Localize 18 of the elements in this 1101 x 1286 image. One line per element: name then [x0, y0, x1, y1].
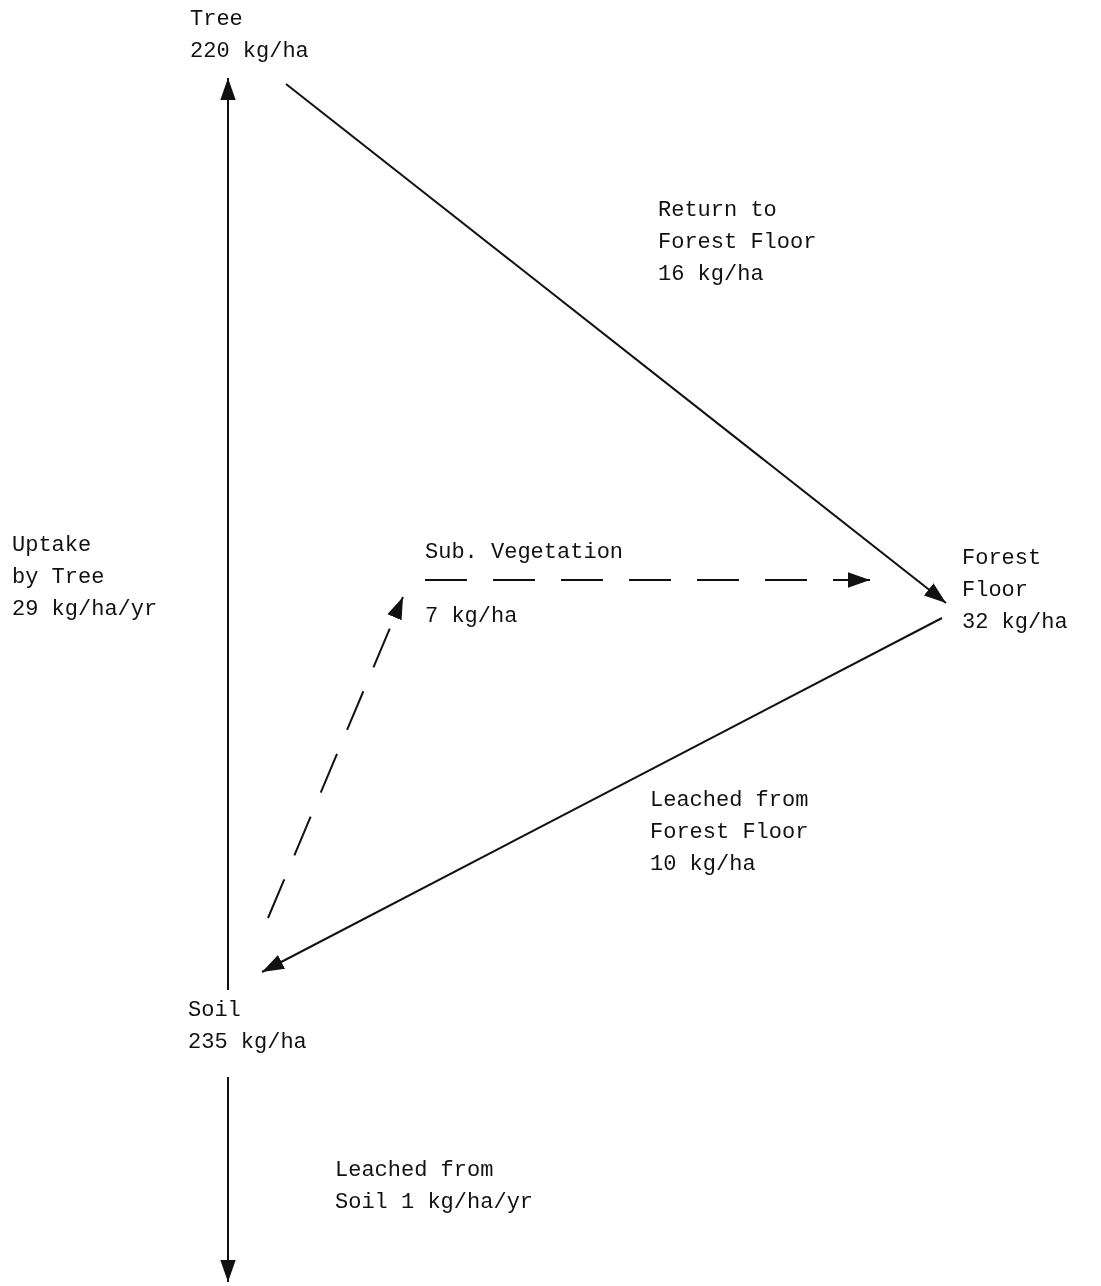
- amount-label: 32 kg/ha: [962, 609, 1068, 637]
- amount-label: 220 kg/ha: [190, 38, 309, 66]
- compartment-name: Soil: [188, 997, 241, 1025]
- arrow: [220, 1076, 236, 1283]
- amount-label: 235 kg/ha: [188, 1029, 307, 1057]
- dashed-arrow: [424, 572, 871, 588]
- edge-label: Leached from Forest Floor 10 kg/ha: [650, 787, 809, 879]
- edge-label: Uptake by Tree 29 kg/ha/yr: [12, 532, 158, 624]
- edge-label: Return to Forest Floor 16 kg/ha: [658, 197, 817, 289]
- arrow: [261, 617, 943, 973]
- compartment-name: Tree: [190, 6, 243, 34]
- edge-label: Leached from Soil 1 kg/ha/yr: [335, 1157, 534, 1217]
- arrow: [285, 83, 947, 604]
- arrow: [220, 77, 236, 991]
- dashed-arrow: [267, 596, 404, 919]
- compartment-name: Sub. Vegetation: [425, 539, 624, 567]
- compartment-name: Forest Floor: [962, 545, 1042, 605]
- amount-label: 7 kg/ha: [425, 603, 518, 631]
